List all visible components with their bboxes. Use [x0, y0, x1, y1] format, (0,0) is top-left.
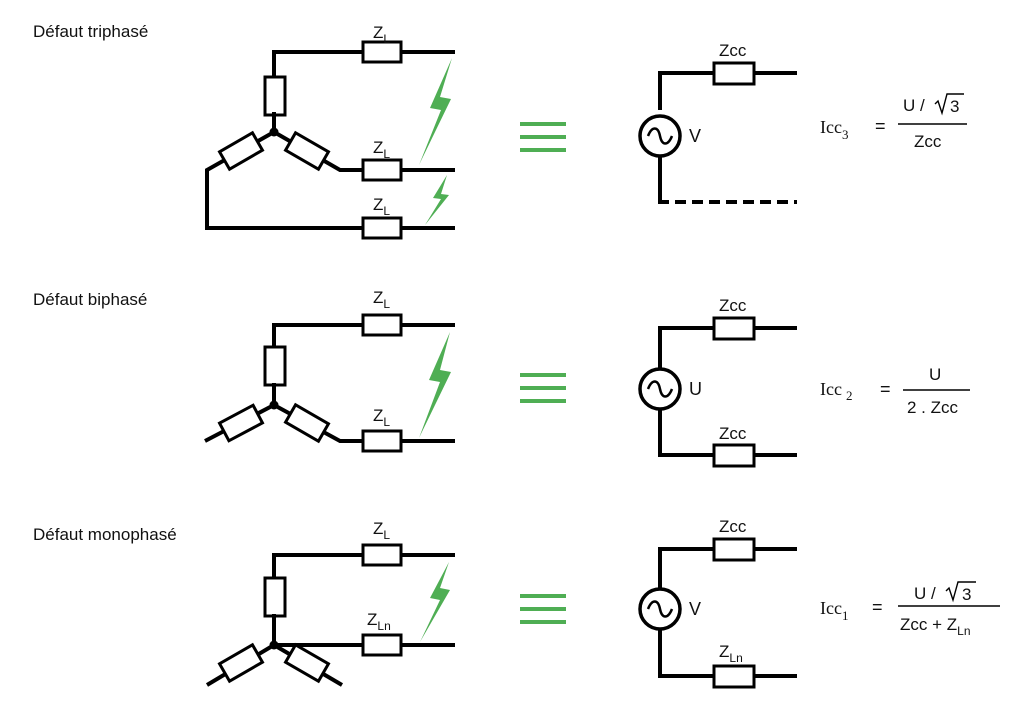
source-winding-resistor: [217, 642, 265, 684]
formula-numerator: U /: [903, 96, 925, 115]
equivalent-circuit: Zcc V ZLn: [638, 517, 797, 689]
line-label: ZL: [373, 406, 390, 429]
identical-to-icon: [520, 122, 566, 152]
neutral-point: [269, 400, 279, 410]
identical-to-icon: [520, 594, 566, 624]
line-impedance-resistor: [361, 313, 403, 337]
formula-icc1: Icc1 = U / 3 Zcc + ZLn: [820, 581, 1000, 638]
impedance-label: Zcc: [719, 517, 747, 536]
formula-denominator: Zcc + ZLn: [900, 615, 971, 638]
neutral-point: [269, 127, 279, 137]
line-labels: ZL ZL ZL: [373, 23, 390, 218]
line-labels: ZL ZLn: [367, 519, 391, 633]
line-impedance-resistor: [361, 429, 403, 453]
formula-lhs: Icc3: [820, 117, 848, 142]
panel-title: Défaut triphasé: [33, 22, 148, 41]
zcc-resistor: [712, 443, 756, 468]
line-impedance-resistor: [361, 40, 403, 64]
equivalent-circuit: Zcc V: [638, 41, 797, 204]
impedance-label: Zcc: [719, 296, 747, 315]
line-impedance-resistor: [361, 158, 403, 182]
line-labels: ZL ZL: [373, 288, 390, 429]
star-network: [205, 543, 455, 687]
neutral-point: [269, 640, 279, 650]
formula-root-value: 3: [950, 97, 959, 116]
formula-equals: =: [875, 116, 886, 136]
panel-three-phase-fault: Défaut triphasé ZL ZL ZL: [33, 22, 967, 240]
formula-equals: =: [872, 597, 883, 617]
neutral-impedance-resistor: [361, 633, 403, 657]
identical-to-icon: [520, 373, 566, 403]
formula-icc3: Icc3 = U / 3 Zcc: [820, 93, 967, 151]
line-label: ZL: [373, 23, 390, 46]
zln-resistor: [712, 664, 756, 689]
panel-single-phase-fault: Défaut monophasé ZL ZLn Z: [33, 517, 1000, 689]
lightning-bolt-icon: [425, 175, 449, 225]
source-label: V: [689, 599, 701, 619]
impedance-label: Zcc: [719, 424, 747, 443]
star-network: [205, 40, 455, 240]
zcc-resistor: [712, 61, 756, 86]
source-winding-resistor: [283, 642, 331, 684]
source-winding-resistor: [217, 130, 265, 172]
lightning-bolt-icon: [420, 562, 450, 642]
panel-title: Défaut monophasé: [33, 525, 177, 544]
formula-denominator: Zcc: [914, 132, 942, 151]
line-label: ZLn: [367, 610, 391, 633]
line-label: ZL: [373, 519, 390, 542]
source-winding-resistor: [263, 345, 287, 387]
lightning-bolt-icon: [419, 332, 451, 438]
formula-equals: =: [880, 379, 891, 399]
line-impedance-resistor: [361, 216, 403, 240]
line-impedance-resistor: [361, 543, 403, 567]
source-winding-resistor: [283, 402, 331, 444]
square-root-icon: [945, 581, 976, 603]
source-winding-resistor: [263, 75, 287, 117]
formula-numerator: U /: [914, 584, 936, 603]
line-label: ZL: [373, 288, 390, 311]
formula-lhs: Icc1: [820, 598, 848, 623]
formula-denominator: 2 . Zcc: [907, 398, 959, 417]
source-winding-resistor: [217, 403, 265, 443]
formula-numerator: U: [929, 365, 941, 384]
source-winding-resistor: [283, 130, 331, 172]
source-label: U: [689, 379, 702, 399]
formula-root-value: 3: [962, 585, 971, 604]
zcc-resistor: [712, 537, 756, 562]
lightning-bolt-icon: [419, 58, 452, 165]
line-label: ZL: [373, 195, 390, 218]
source-winding-resistor: [263, 576, 287, 618]
impedance-label: ZLn: [719, 642, 743, 665]
panel-two-phase-fault: Défaut biphasé ZL ZL Zcc: [33, 288, 970, 468]
line-label: ZL: [373, 138, 390, 161]
square-root-icon: [934, 93, 964, 116]
zcc-resistor: [712, 316, 756, 341]
equivalent-circuit: Zcc U Zcc: [638, 296, 797, 468]
panel-title: Défaut biphasé: [33, 290, 147, 309]
impedance-label: Zcc: [719, 41, 747, 60]
star-network: [204, 313, 455, 453]
source-label: V: [689, 126, 701, 146]
